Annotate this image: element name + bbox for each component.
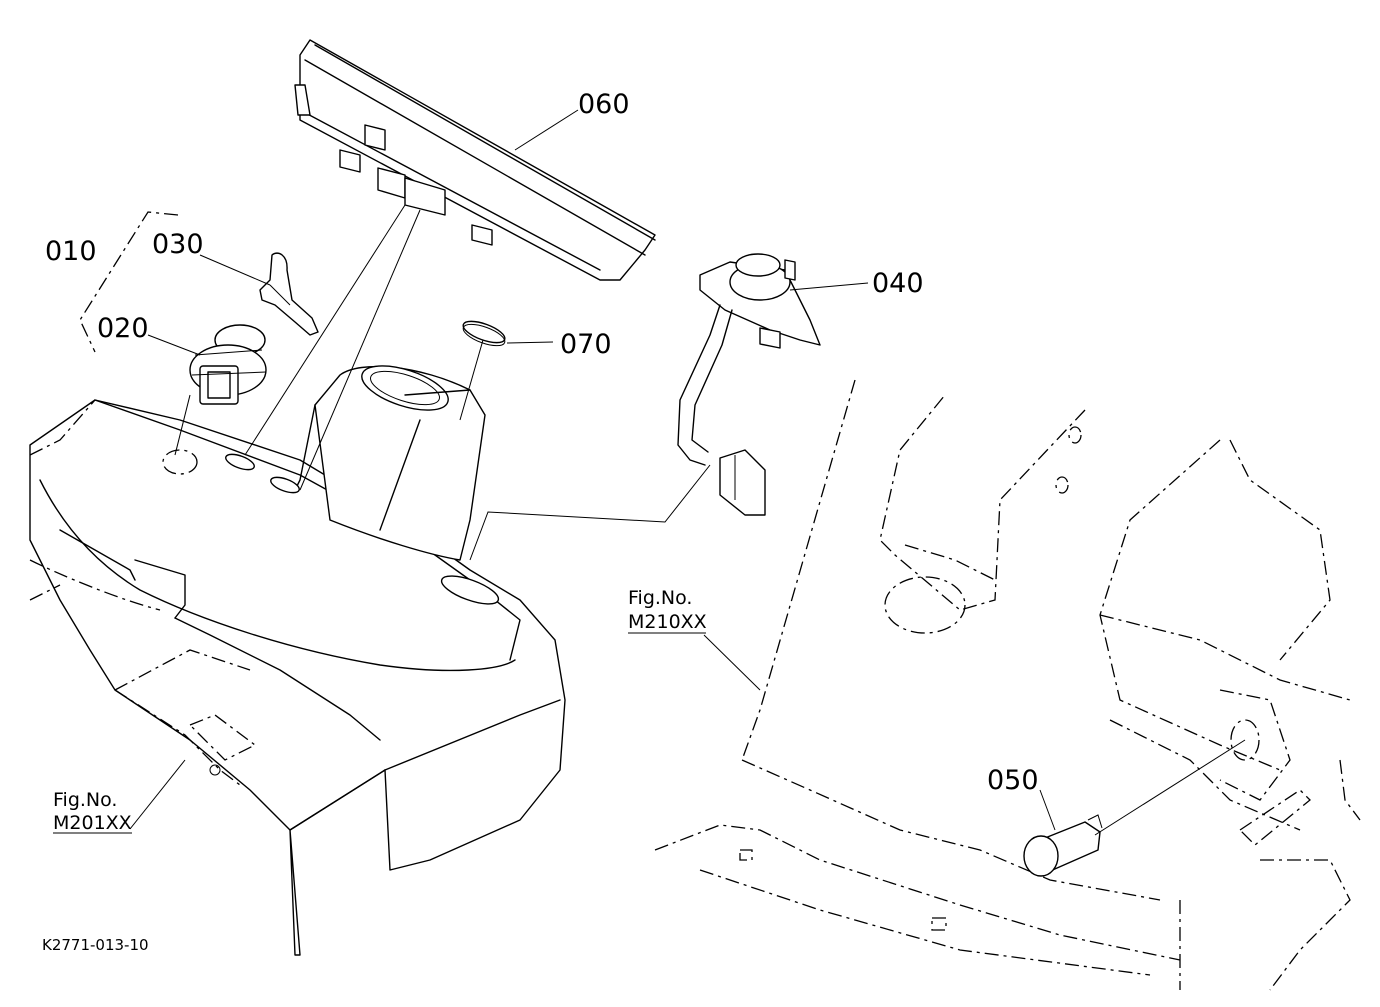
part-030-terminal bbox=[259, 252, 319, 336]
figure-references: Fig.No. M201XX Fig.No. M210XX bbox=[53, 587, 707, 834]
fig-ref-caption-1: Fig.No. bbox=[53, 789, 117, 811]
label-040: 040 bbox=[872, 268, 924, 299]
chassis-frame bbox=[654, 379, 1361, 991]
leader-lines bbox=[129, 109, 1246, 836]
label-020: 020 bbox=[97, 313, 149, 344]
panel-housing bbox=[29, 365, 566, 956]
label-070: 070 bbox=[560, 329, 612, 360]
part-020-switch bbox=[189, 324, 267, 405]
bracket-010 bbox=[79, 211, 179, 353]
label-010: 010 bbox=[45, 236, 97, 267]
label-030: 030 bbox=[152, 229, 204, 260]
fig-ref-number-2: M210XX bbox=[628, 611, 707, 633]
part-labels: 060 010 030 020 070 040 050 bbox=[45, 89, 1039, 796]
part-070-plug bbox=[462, 320, 506, 347]
part-050-socket bbox=[1023, 814, 1103, 877]
fig-ref-caption-2: Fig.No. bbox=[628, 587, 692, 609]
part-060-panel bbox=[294, 39, 656, 281]
drawing-code: K2771-013-10 bbox=[42, 936, 149, 954]
label-050: 050 bbox=[987, 765, 1039, 796]
label-060: 060 bbox=[578, 89, 630, 120]
fig-ref-number-1: M201XX bbox=[53, 812, 132, 834]
part-040-sender bbox=[677, 253, 821, 516]
